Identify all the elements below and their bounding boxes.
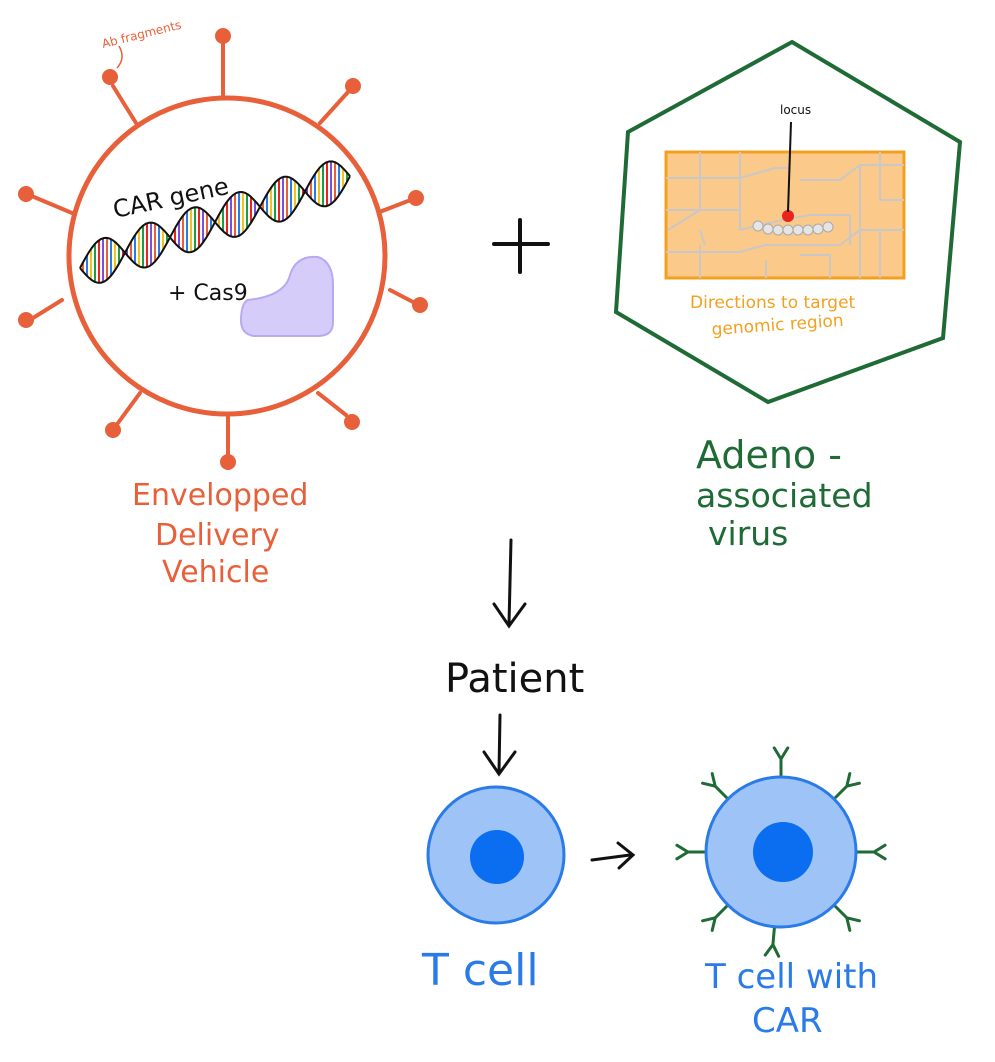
car-t-cell-nucleus [753, 822, 813, 882]
aav-caption-3: virus [708, 514, 788, 553]
locus-label: locus [780, 103, 811, 117]
map-roads [666, 152, 904, 278]
cas9-label: + Cas9 [168, 281, 248, 306]
locus-beads [752, 220, 834, 236]
delivery-vehicle: Ab fragments CAR gene + Cas9 Envelopped … [18, 18, 428, 590]
car-receptor [772, 746, 790, 779]
arrow-to-patient [492, 538, 527, 629]
car-receptor [701, 772, 730, 801]
car-receptor [675, 843, 708, 861]
car-receptor [854, 843, 887, 861]
arrow-to-car-tcell [590, 841, 636, 870]
map-caption-1: Directions to target [690, 293, 856, 313]
t-cell-nucleus [470, 830, 524, 884]
locus-pointer [787, 121, 792, 213]
car-receptors [675, 746, 887, 958]
car-t-cell-label-1: T cell with [704, 957, 878, 997]
car-t-cell [675, 746, 887, 958]
aav-caption-1: Adeno - [696, 433, 842, 477]
aav-caption-2: associated [696, 476, 873, 515]
vehicle-envelope [66, 95, 388, 417]
vehicle-caption-2: Delivery [155, 518, 280, 553]
car-receptor [701, 903, 730, 932]
locus-dot [782, 210, 794, 222]
vehicle-spikes [18, 28, 428, 470]
ab-fragments-label: Ab fragments [100, 18, 182, 51]
ab-pointer [116, 45, 123, 69]
t-cell-label: T cell [421, 945, 539, 996]
arrow-to-tcell [482, 713, 517, 777]
t-cell [426, 785, 566, 925]
dna-helix [79, 160, 351, 284]
adeno-associated-virus: locus Directions to target genomic regio… [613, 39, 963, 553]
car-receptor [763, 925, 781, 958]
vehicle-caption-1: Envelopped [132, 478, 308, 513]
car-receptor [832, 772, 861, 801]
patient-label: Patient [445, 656, 584, 702]
cas9-protein [239, 255, 334, 337]
plus-sign [492, 218, 550, 274]
vehicle-caption-3: Vehicle [162, 555, 269, 590]
car-receptor [832, 903, 861, 932]
genome-map [664, 121, 906, 280]
car-t-cell-label-2: CAR [752, 1001, 823, 1041]
